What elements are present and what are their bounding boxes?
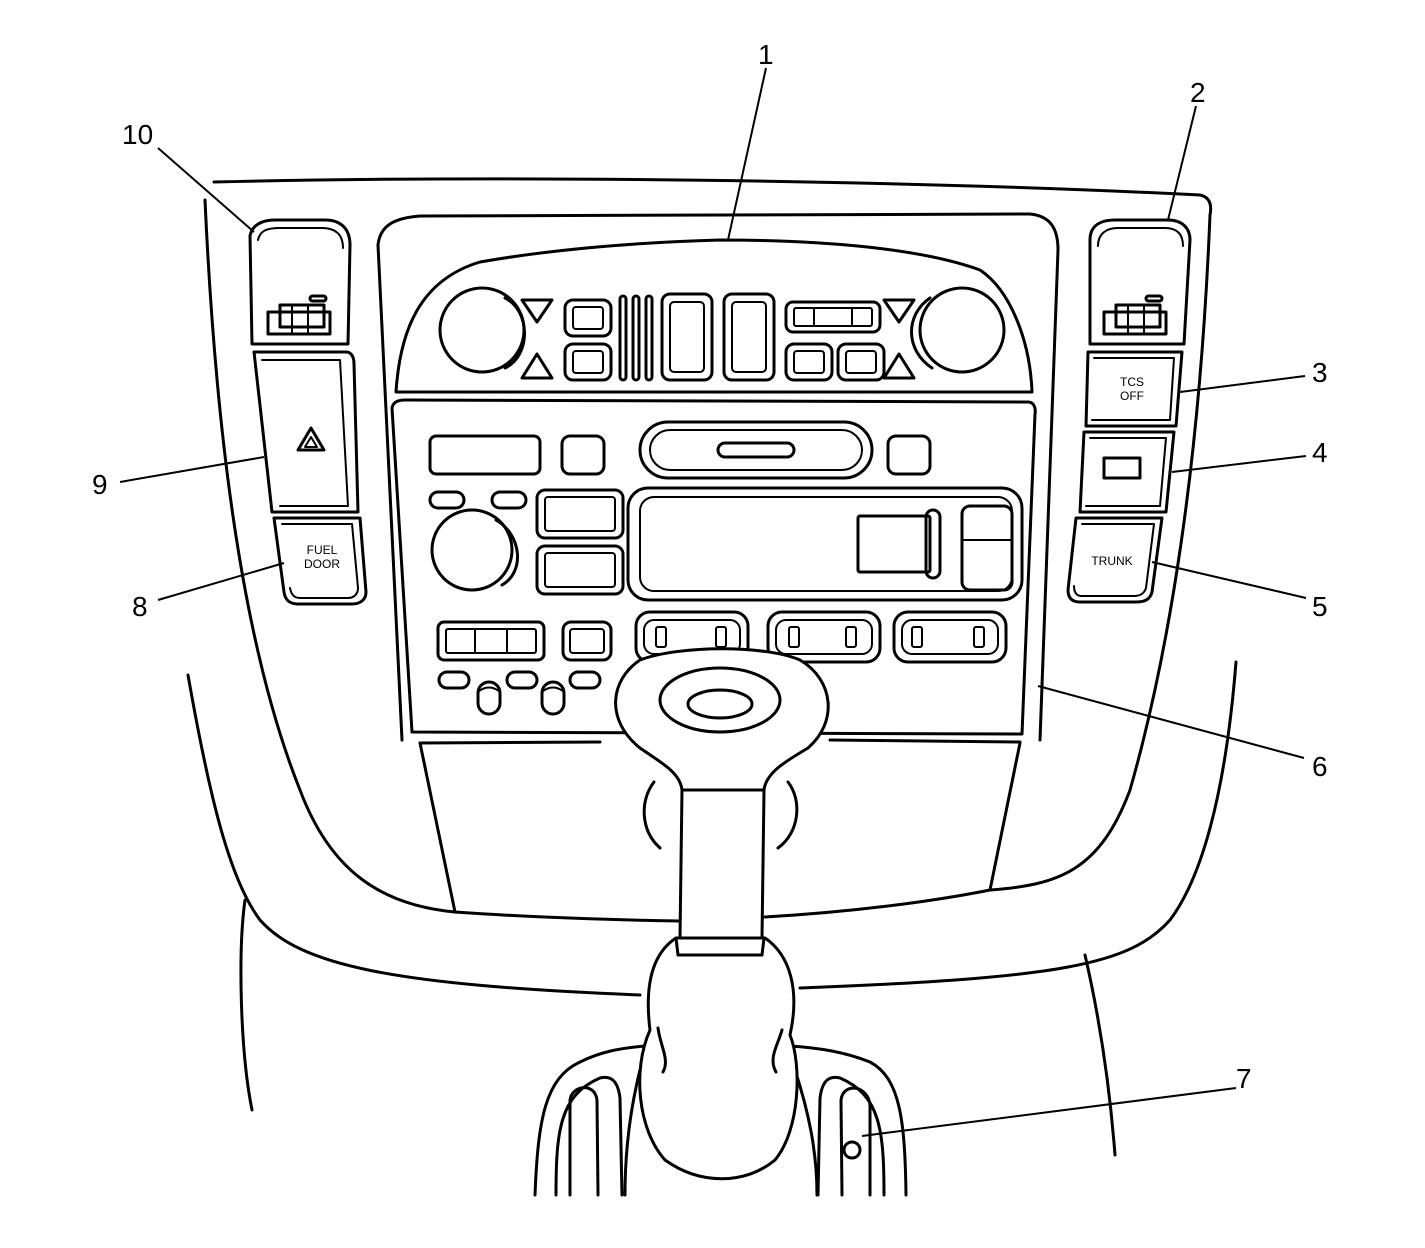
radio-button[interactable] [561, 620, 613, 662]
right-switch-bank: TCS OFF TRUNK [1066, 218, 1192, 604]
leader-6 [1037, 685, 1305, 759]
heated-seat-switch-passenger[interactable] [1088, 218, 1192, 346]
leader-7 [861, 1087, 1237, 1137]
leader-8 [157, 562, 285, 601]
outer-trim-bezel [186, 177, 1238, 1157]
climate-control-panel [394, 238, 1034, 394]
radio-small-button[interactable] [490, 490, 528, 510]
radio-tuner-button[interactable] [436, 620, 546, 662]
leader-5 [1151, 561, 1307, 599]
callout-6: 6 [1312, 751, 1328, 782]
arrow-down-icon[interactable] [882, 298, 916, 324]
fuel-door-switch[interactable]: FUEL DOOR [272, 516, 368, 606]
balance-toggle[interactable] [476, 680, 502, 716]
climate-button[interactable] [563, 298, 613, 338]
hazard-triangle-icon [296, 426, 326, 452]
leader-10 [157, 147, 255, 233]
trunk-release-switch[interactable]: TRUNK [1066, 516, 1164, 604]
climate-button[interactable] [563, 342, 613, 382]
temperature-knob-right[interactable] [910, 286, 1006, 374]
callout-7: 7 [1236, 1063, 1252, 1094]
callout-4: 4 [1312, 437, 1328, 468]
leader-2 [1167, 105, 1197, 221]
climate-mode-button[interactable] [784, 300, 882, 334]
climate-button[interactable] [784, 342, 834, 382]
callout-9: 9 [92, 469, 108, 500]
radio-preset-button[interactable] [766, 610, 882, 664]
radio-preset-button[interactable] [535, 488, 625, 540]
callout-8: 8 [132, 591, 148, 622]
callout-3: 3 [1312, 357, 1328, 388]
arrow-down-icon[interactable] [520, 298, 554, 324]
cassette-slot[interactable] [638, 420, 874, 480]
callout-2: 2 [1190, 77, 1206, 108]
volume-knob[interactable] [430, 508, 519, 592]
temperature-knob-left[interactable] [438, 286, 526, 374]
indicator-icon [1102, 456, 1142, 480]
hazard-switch[interactable] [252, 350, 360, 514]
climate-display-left [660, 292, 714, 382]
gear-shift-lever[interactable] [533, 647, 908, 1197]
tcs-label-line1: TCS [1120, 375, 1144, 389]
leader-3 [1179, 375, 1306, 393]
radio-unit [390, 398, 1037, 736]
callout-leaders [119, 67, 1307, 1137]
radio-small-button[interactable] [437, 670, 471, 690]
fan-bars-icon [618, 294, 654, 382]
climate-button[interactable] [836, 342, 886, 382]
radio-display-button[interactable] [428, 434, 542, 476]
climate-display-right [722, 292, 776, 382]
trunk-label: TRUNK [1091, 554, 1132, 568]
callout-5: 5 [1312, 591, 1328, 622]
left-switch-bank: FUEL DOOR [248, 218, 368, 606]
fade-toggle[interactable] [540, 680, 566, 716]
seat-heater-icon [266, 294, 332, 336]
radio-small-button[interactable] [428, 490, 466, 510]
radio-bezel [376, 212, 1060, 914]
seat-heater-icon [1102, 294, 1168, 336]
arrow-up-icon[interactable] [520, 352, 554, 380]
radio-small-button[interactable] [568, 670, 602, 690]
leader-9 [119, 456, 265, 483]
callout-10: 10 [122, 119, 153, 150]
blank-switch[interactable] [1078, 430, 1176, 514]
radio-small-button[interactable] [505, 670, 539, 690]
shift-lock-release-icon[interactable] [842, 1140, 862, 1160]
leader-1 [727, 67, 767, 241]
radio-button[interactable] [560, 434, 606, 476]
radio-preset-button[interactable] [535, 544, 625, 596]
fuel-door-label-line1: FUEL [307, 543, 338, 557]
callout-1: 1 [758, 39, 774, 70]
fuel-door-label-line2: DOOR [304, 557, 340, 571]
tcs-off-switch[interactable]: TCS OFF [1084, 350, 1184, 428]
callout-labels: 1 2 3 4 5 6 7 8 9 10 [92, 39, 1328, 1094]
heated-seat-switch-driver[interactable] [248, 218, 352, 346]
radio-display [626, 486, 1024, 602]
tcs-label-line2: OFF [1120, 389, 1144, 403]
arrow-up-icon[interactable] [882, 352, 916, 380]
radio-preset-button[interactable] [892, 610, 1008, 664]
leader-4 [1171, 455, 1307, 473]
radio-button[interactable] [886, 434, 932, 476]
